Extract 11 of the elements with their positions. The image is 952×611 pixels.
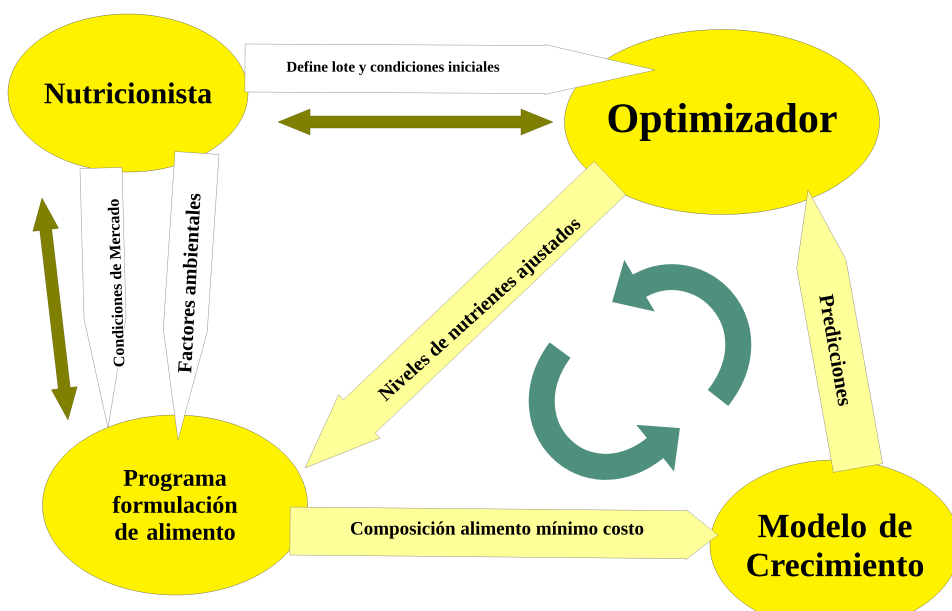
ellipse-node: Nutricionista [8,14,248,172]
edge-label: Condiciones de Mercado [106,198,126,368]
edge-label: Composición alimento mínimo costo [349,520,645,540]
edge-label: Predicciones [818,292,854,408]
block-arrow [32,198,78,420]
ellipse-node: Modelo de Crecimiento [710,460,952,611]
edge-label: Factores ambientales [176,192,202,374]
block-arrow [278,108,554,136]
ellipse-node: Programa formulación de alimento [42,414,308,596]
edge-label: Define lote y condiciones iniciales [285,60,501,76]
ellipse-node: Optimizador [564,29,880,215]
